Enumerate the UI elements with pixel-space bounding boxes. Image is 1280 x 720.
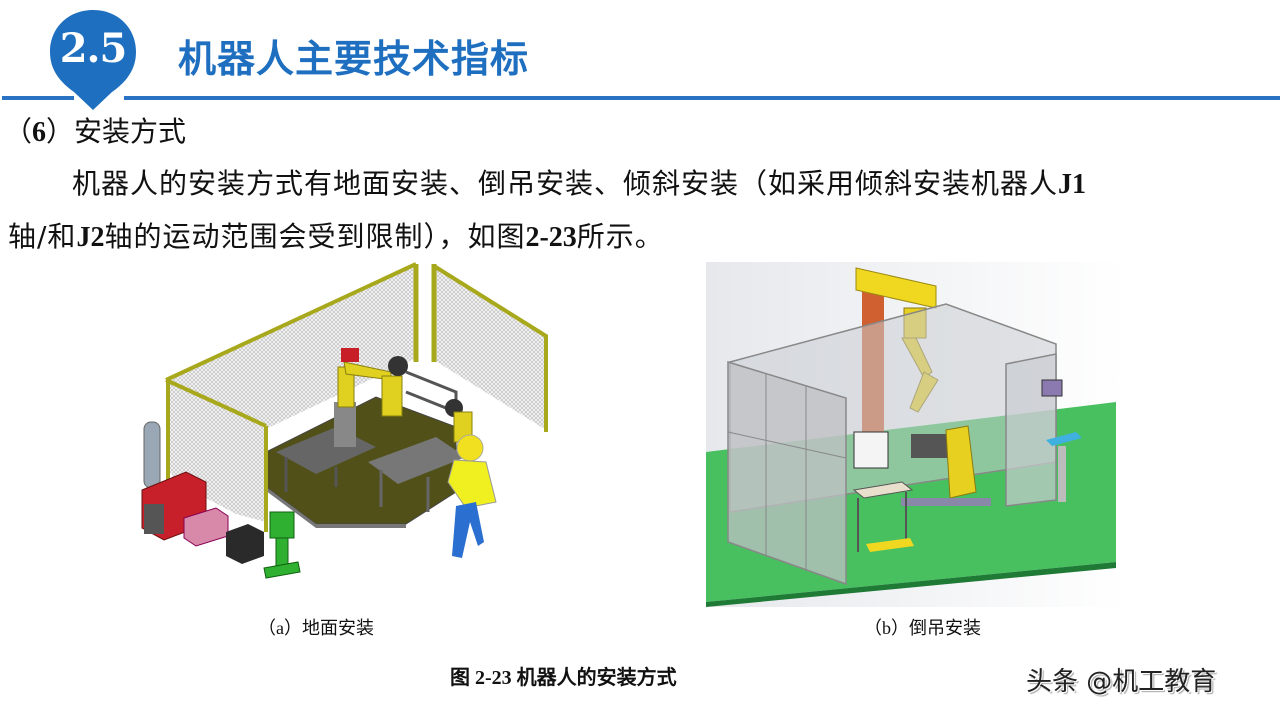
heading-paren-close: ）	[46, 115, 75, 148]
para-text-4: 所示。	[576, 220, 664, 253]
para-text-2: 轴/和	[8, 220, 77, 253]
page-title: 机器人主要技术指标	[178, 37, 530, 81]
figure-a-caption: （a）地面安装	[258, 618, 374, 638]
heading-text: 安装方式	[74, 115, 187, 148]
header-rule	[2, 96, 1280, 100]
para-text-1: 机器人的安装方式有地面安装、倒吊安装、倾斜安装（如采用倾斜安装机器人	[72, 167, 1059, 200]
para-figref: 2-23	[525, 222, 577, 253]
heading-number: 6	[32, 117, 47, 148]
figure-b-inverted-mount-illustration	[706, 262, 1126, 607]
figure-b-caption: （b）倒吊安装	[864, 618, 981, 638]
figure-a-floor-mount-illustration	[141, 262, 548, 579]
para-text-3: 轴的运动范围会受到限制），如图	[104, 220, 526, 253]
body-paragraph: 机器人的安装方式有地面安装、倒吊安装、倾斜安装（如采用倾斜安装机器人J1 轴/和J…	[8, 158, 1276, 264]
section-number: 2.5	[59, 25, 128, 72]
slide-header: 2.5 机器人主要技术指标	[0, 0, 1280, 110]
para-j1: J1	[1058, 169, 1087, 200]
section-pin-badge-icon	[50, 10, 136, 110]
para-j2: J2	[76, 222, 105, 253]
heading-paren-open: （	[4, 115, 33, 148]
section-heading: （6）安装方式	[4, 112, 186, 153]
watermark: 头条 @机工教育	[1026, 667, 1217, 697]
figure-main-caption: 图 2-23 机器人的安装方式	[450, 667, 677, 689]
